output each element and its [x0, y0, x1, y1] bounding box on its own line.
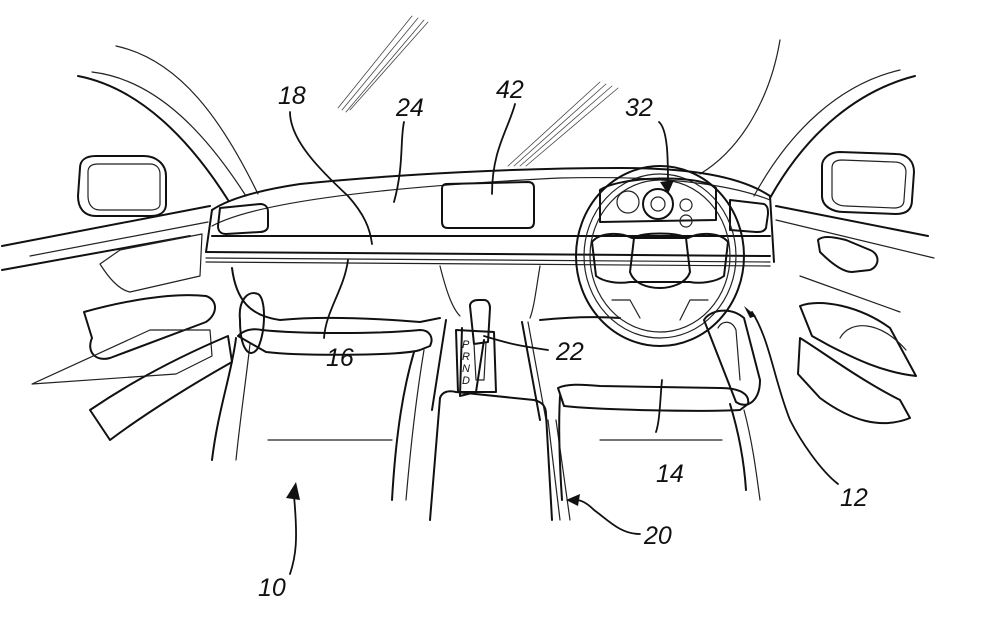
leader-42 [491, 103, 516, 195]
left-vent [238, 292, 265, 354]
center-display [441, 181, 535, 229]
ref-14: 14 [656, 460, 684, 488]
ref-10: 10 [258, 574, 286, 602]
ref-32: 32 [625, 94, 653, 122]
a-pillar-left [77, 45, 259, 201]
leader-32 [658, 121, 669, 187]
instrument-cluster-gauges [616, 188, 693, 228]
seat-right [557, 309, 761, 501]
leader-12 [751, 311, 839, 485]
arrowhead-32 [660, 180, 674, 194]
ref-20: 20 [643, 522, 672, 550]
leader-14 [655, 379, 663, 433]
windshield-glare-hatching [337, 15, 619, 167]
reference-numerals: 18 24 42 32 16 22 14 12 20 10 [258, 76, 868, 602]
center-console [429, 319, 571, 521]
ref-12: 12 [840, 484, 868, 512]
door-panel-left [1, 205, 233, 441]
side-mirror-right [821, 151, 915, 215]
ref-16: 16 [326, 344, 354, 372]
side-mirror-left [77, 155, 167, 217]
door-panel-right [775, 205, 935, 425]
leader-16 [323, 259, 349, 339]
a-pillar-right [699, 39, 916, 199]
seat-left [211, 328, 433, 501]
gear-label-p: P [462, 339, 470, 351]
gear-label-d: D [462, 375, 470, 387]
gear-selector: P R N D [455, 299, 497, 397]
gear-label-r: R [462, 351, 470, 363]
gear-label-n: N [462, 363, 470, 375]
dashboard [205, 167, 775, 323]
leader-lines [286, 103, 839, 575]
ref-18: 18 [278, 82, 306, 110]
steering-wheel [575, 165, 745, 347]
arrowhead-10 [286, 482, 300, 500]
arrowhead-12 [744, 306, 756, 318]
leader-24 [393, 121, 405, 203]
leader-10 [289, 495, 297, 575]
ref-24: 24 [395, 94, 424, 122]
arrowhead-20 [566, 494, 580, 506]
ref-42: 42 [496, 76, 524, 104]
leader-20 [575, 499, 641, 535]
ref-22: 22 [555, 338, 584, 366]
leader-18 [289, 111, 373, 245]
leader-22 [483, 335, 549, 351]
